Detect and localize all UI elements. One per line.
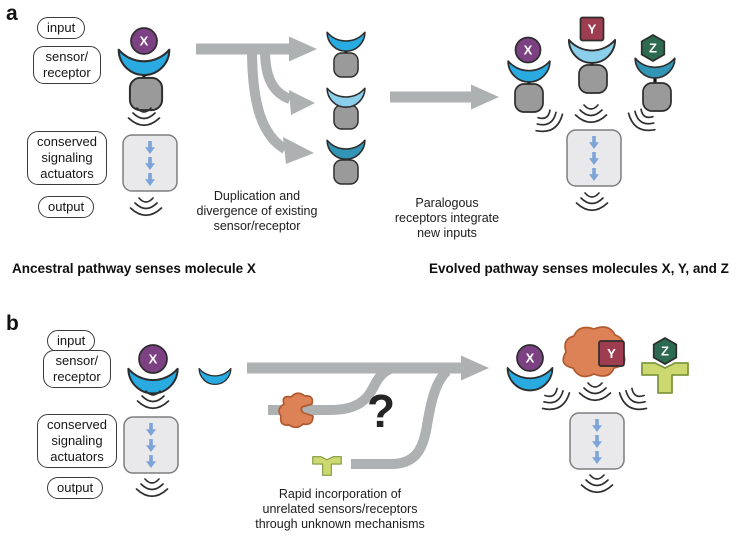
molecule-x-letter: X	[140, 34, 149, 49]
output-waves-icon	[580, 474, 614, 494]
receptor-body-icon	[578, 64, 608, 94]
receptor-cup-icon	[507, 60, 551, 83]
molecule-y-badge	[579, 16, 605, 42]
receptor-body-icon	[514, 83, 544, 113]
output-waves-icon	[135, 478, 169, 498]
receptor-cup-icon	[567, 38, 617, 64]
signal-waves-icon	[615, 383, 653, 416]
molecule-x-letter: X	[524, 43, 533, 58]
paralogous-arrow	[390, 84, 499, 110]
stage-pill-output: output	[38, 196, 95, 218]
molecule-y-letter: Y	[588, 22, 597, 37]
duplicated-receptor-3	[326, 139, 366, 185]
molecule-x-badge	[138, 344, 168, 374]
duplicated-receptor-1	[326, 31, 366, 78]
evolved-receptor-z: Z	[634, 34, 676, 112]
stage-pill-output: output	[47, 477, 104, 499]
stage-pill-input: input	[37, 17, 86, 39]
signaling-actuator-box	[123, 416, 179, 474]
b-evolved-receptor-y: Y	[562, 326, 626, 378]
unknown-branch-yellow	[351, 367, 451, 469]
signaling-actuator-box	[122, 134, 178, 192]
output-waves-icon	[129, 197, 163, 217]
lone-receptor-cup-icon	[198, 367, 232, 386]
incorporation-arrow	[247, 355, 489, 469]
caption-evolved: Evolved pathway senses molecules X, Y, a…	[429, 261, 729, 276]
receptor-body-icon	[333, 104, 359, 130]
receptor-body-icon	[128, 76, 164, 112]
stage-pill-actuators: conserved signaling actuators	[37, 414, 117, 468]
evolved-receptor-x: X	[507, 36, 551, 113]
molecule-z-letter: Z	[661, 344, 669, 359]
panel-a-letter: a	[6, 2, 18, 25]
receptor-cup-icon	[326, 139, 366, 160]
stage-pill-sensor: sensor/ receptor	[33, 46, 101, 84]
receptor-body-icon	[642, 82, 672, 112]
ancestral-receptor-x: X	[117, 27, 171, 112]
molecule-y-badge	[598, 340, 625, 367]
duplicated-receptor-2	[326, 87, 366, 130]
molecule-x-letter: X	[149, 352, 158, 367]
b-evolved-receptor-z: Z	[641, 337, 689, 394]
molecule-x-badge	[514, 36, 542, 64]
duplication-label: Duplication and divergence of existing s…	[196, 189, 318, 233]
evolved-receptor-y: Y	[567, 16, 617, 94]
b-evolved-receptor-x: X	[506, 344, 554, 392]
stage-pill-sensor: sensor/ receptor	[43, 350, 111, 388]
signaling-actuator-box	[566, 129, 622, 187]
molecule-z-letter: Z	[649, 41, 657, 56]
incorporation-label: Rapid incorporation of unrelated sensors…	[255, 487, 425, 531]
output-waves-icon	[575, 192, 609, 212]
signal-waves-icon	[536, 383, 574, 416]
stage-pill-actuators: conserved signaling actuators	[27, 131, 107, 185]
receptor-body-icon	[333, 159, 359, 185]
panel-b-letter: b	[6, 312, 19, 335]
molecule-x-letter: X	[526, 351, 535, 366]
signal-waves-icon	[574, 104, 608, 124]
signal-waves-icon	[578, 382, 612, 402]
molecule-y-letter: Y	[607, 346, 616, 361]
molecule-x-badge	[516, 344, 544, 372]
caption-ancestral: Ancestral pathway senses molecule X	[12, 261, 256, 276]
duplication-arrow	[196, 36, 317, 164]
signaling-actuator-box	[569, 412, 625, 470]
b-ancestral-receptor-x: X	[127, 344, 179, 395]
unknown-branch-orange	[268, 364, 393, 415]
question-mark: ?	[366, 385, 396, 437]
stage-pill-input: input	[47, 330, 96, 352]
orange-sensor-icon	[278, 392, 314, 429]
molecule-x-badge	[130, 27, 158, 55]
paralogous-label: Paralogous receptors integrate new input…	[394, 196, 500, 240]
yellow-sensor-icon	[312, 456, 342, 476]
receptor-cup-icon	[634, 57, 676, 79]
yellow-receptor-icon	[641, 362, 689, 394]
receptor-body-icon	[333, 52, 359, 78]
receptor-cup-icon	[326, 31, 366, 52]
receptor-cup-icon	[326, 87, 366, 108]
